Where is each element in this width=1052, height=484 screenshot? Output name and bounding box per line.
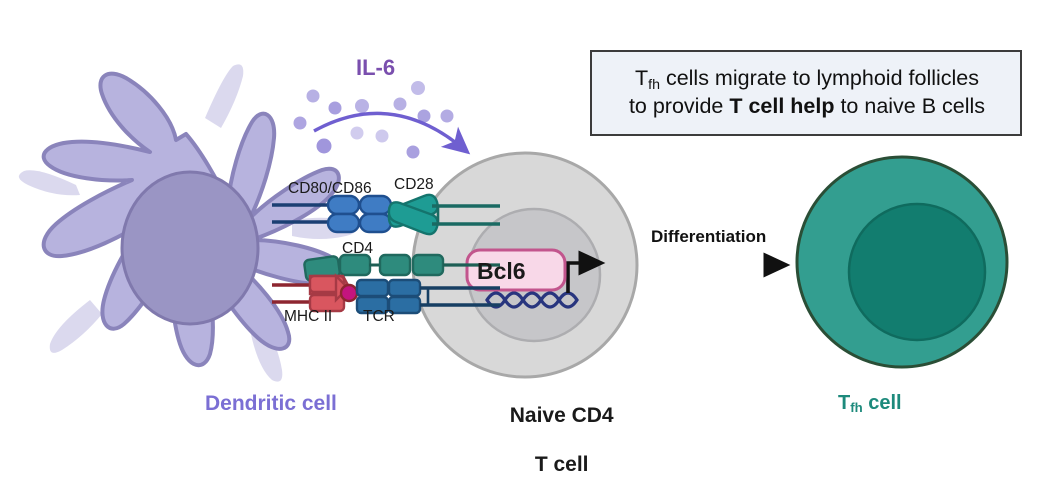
mhcii-label: MHC II (284, 308, 333, 325)
tfh-cell-nucleus (847, 202, 987, 342)
callout-line-1: Tfh cells migrate to lymphoid follicles (634, 66, 980, 93)
tfh-label-subscript: fh (850, 400, 863, 416)
bcl6-label: Bcl6 (477, 258, 526, 284)
il6-cytokine-group (293, 81, 471, 159)
naive-t-cell-label-line2: T cell (534, 453, 589, 477)
callout-emphasis: T cell help (729, 94, 835, 119)
tcr-label: TCR (363, 308, 395, 325)
differentiation-label: Differentiation (651, 227, 767, 246)
il6-diffusion-arrow (313, 111, 471, 155)
transcription-arrow (566, 250, 606, 293)
dendritic-cell-nucleus (120, 170, 260, 326)
cd4-coreceptor (303, 253, 500, 282)
dendritic-cell-label: Dendritic cell (205, 392, 337, 415)
peptide-antigen (339, 283, 359, 303)
naive-cd4-t-cell (411, 151, 639, 379)
tfh-cell (795, 155, 1009, 369)
tfh-subscript: fh (648, 76, 660, 93)
il6-particles (293, 81, 454, 159)
bcl6-box (465, 248, 567, 292)
naive-t-cell-label-line1: Naive CD4 (509, 403, 614, 427)
cd28-label: CD28 (394, 176, 434, 193)
cd80-cd86-label: CD80/CD86 (288, 180, 372, 197)
tfh-cell-label: Tfh cell (838, 392, 902, 416)
naive-t-cell-label: Naive CD4 T cell (470, 379, 630, 484)
cd80-cd86-cd28-complex (272, 193, 500, 236)
dendritic-cell (18, 64, 356, 382)
mhcii-tcr-complex (272, 273, 500, 315)
cd28-lower-lobe (387, 201, 439, 236)
callout-line-2: to provide T cell help to naive B cells (628, 94, 986, 119)
dna-helix (485, 291, 579, 309)
il6-label: IL-6 (356, 55, 396, 80)
cd4-label: CD4 (342, 240, 374, 257)
callout-text-box: Tfh cells migrate to lymphoid follicles … (590, 50, 1022, 136)
